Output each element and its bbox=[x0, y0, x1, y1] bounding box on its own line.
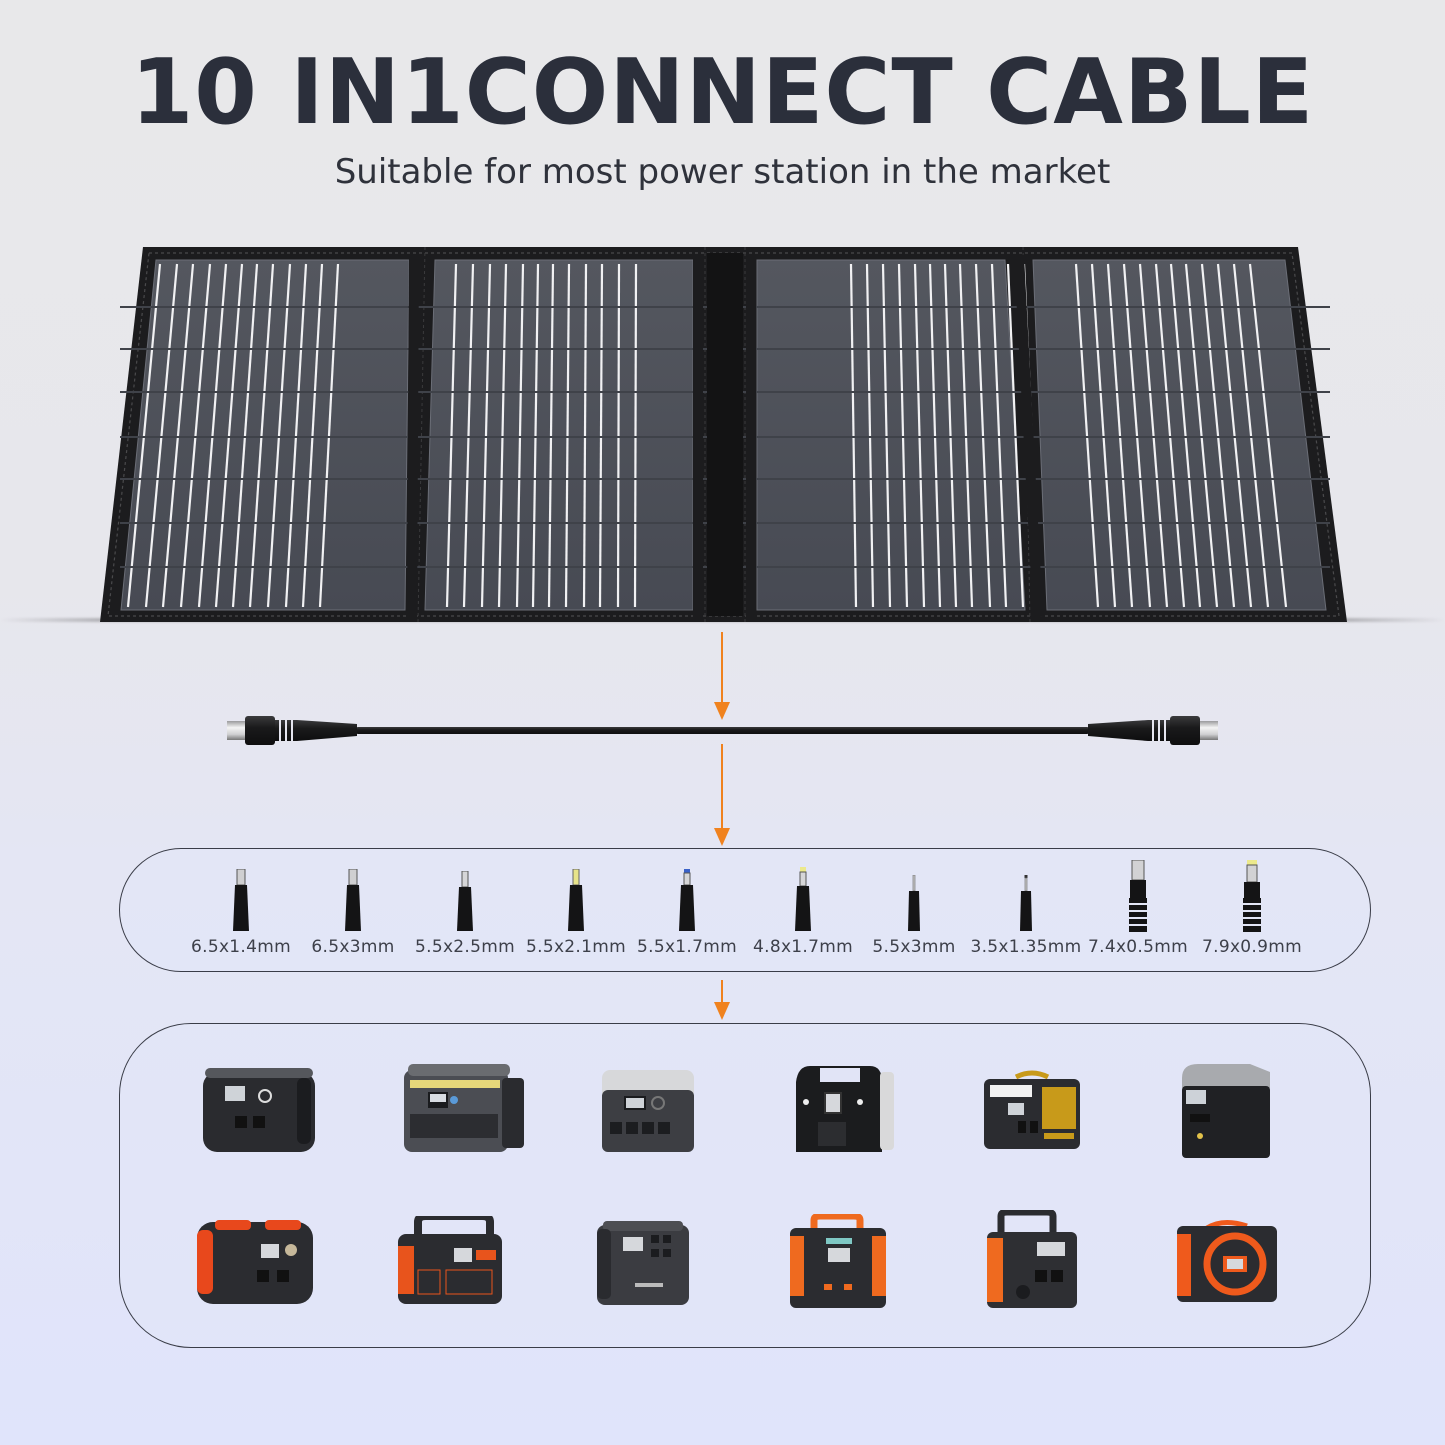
connector-tip-label: 4.8x1.7mm bbox=[753, 937, 853, 957]
dc-plug-icon bbox=[233, 869, 249, 931]
dc-plug-icon bbox=[457, 871, 473, 931]
connector-tip-label: 5.5x2.1mm bbox=[526, 937, 626, 957]
power-station-icon bbox=[1178, 1060, 1308, 1160]
power-station-icon bbox=[598, 1066, 728, 1166]
connector-tip: 5.5x2.1mm bbox=[520, 849, 632, 971]
power-station-icon bbox=[790, 1062, 920, 1162]
power-station-icon bbox=[398, 1062, 528, 1162]
dc-plug-icon bbox=[679, 869, 695, 931]
arrow-down-icon bbox=[712, 744, 732, 846]
connector-tip: 6.5x3mm bbox=[297, 849, 409, 971]
dc-cable-icon bbox=[225, 712, 1220, 748]
dc-plug-icon bbox=[1129, 860, 1147, 932]
dc-plug-icon bbox=[345, 869, 361, 931]
power-station-icon bbox=[1173, 1216, 1303, 1316]
connector-tip-label: 6.5x1.4mm bbox=[191, 937, 291, 957]
connector-tip: 3.5x1.35mm bbox=[970, 849, 1082, 971]
connector-tip: 5.5x1.7mm bbox=[631, 849, 743, 971]
connector-tip: 5.5x2.5mm bbox=[409, 849, 521, 971]
connector-tip: 5.5x3mm bbox=[858, 849, 970, 971]
connector-tip-label: 6.5x3mm bbox=[311, 937, 395, 957]
power-station-icon bbox=[193, 1216, 323, 1316]
dc-plug-icon bbox=[1243, 860, 1261, 932]
arrow-down-icon bbox=[712, 632, 732, 720]
power-station-icon bbox=[985, 1210, 1115, 1310]
arrow-down-icon bbox=[712, 980, 732, 1020]
connector-tip-label: 5.5x2.5mm bbox=[415, 937, 515, 957]
connector-tips-panel: 6.5x1.4mm 6.5x3mm 5.5x2.5mm 5.5x2.1mm 5.… bbox=[119, 848, 1371, 972]
dc-plug-icon bbox=[795, 867, 811, 931]
connector-tip-label: 7.4x0.5mm bbox=[1088, 937, 1188, 957]
connector-tip: 6.5x1.4mm bbox=[185, 849, 297, 971]
page-subtitle: Suitable for most power station in the m… bbox=[334, 152, 1111, 192]
connector-tip-label: 5.5x3mm bbox=[872, 937, 956, 957]
dc-plug-icon bbox=[568, 869, 584, 931]
dc-plug-icon bbox=[908, 875, 920, 931]
connector-tip: 7.9x0.9mm bbox=[1196, 849, 1308, 971]
page-title: 10 IN1CONNECT CABLE bbox=[130, 40, 1315, 145]
solar-panel-icon bbox=[100, 247, 1347, 622]
power-station-icon bbox=[595, 1219, 725, 1319]
power-station-icon bbox=[195, 1064, 325, 1164]
power-station-icon bbox=[982, 1069, 1112, 1169]
connector-tip-label: 7.9x0.9mm bbox=[1202, 937, 1302, 957]
connector-tip: 7.4x0.5mm bbox=[1082, 849, 1194, 971]
connector-tip-label: 5.5x1.7mm bbox=[637, 937, 737, 957]
power-station-icon bbox=[788, 1214, 918, 1314]
connector-tip: 4.8x1.7mm bbox=[747, 849, 859, 971]
connector-tip-label: 3.5x1.35mm bbox=[970, 937, 1082, 957]
power-station-icon bbox=[396, 1216, 526, 1316]
power-stations-panel bbox=[119, 1023, 1371, 1348]
dc-plug-icon bbox=[1020, 875, 1032, 931]
